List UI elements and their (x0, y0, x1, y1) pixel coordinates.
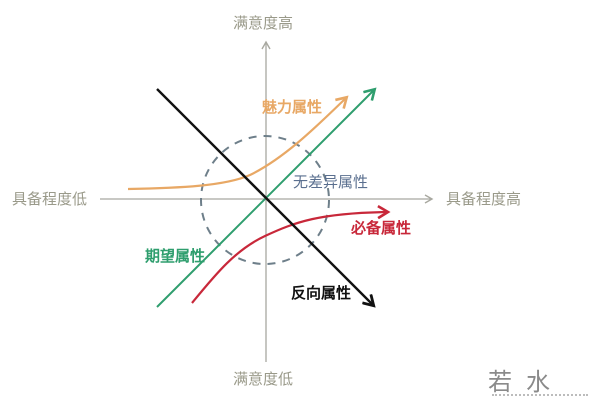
x-axis-right-label: 具备程度高 (446, 190, 522, 208)
indifferent-zone-circle (200, 135, 330, 265)
must-be-curve (191, 212, 387, 304)
watermark: 若水网 (488, 368, 564, 396)
one-dimensional-label: 期望属性 (145, 247, 206, 265)
must-be-label: 必备属性 (351, 219, 412, 237)
x-axis-left-label: 具备程度低 (12, 190, 88, 208)
reverse-line (156, 88, 373, 305)
y-axis-bottom-label: 满意度低 (233, 370, 294, 388)
reverse-label: 反向属性 (291, 284, 352, 302)
attractive-label: 魅力属性 (262, 98, 323, 116)
attractive-curve (127, 98, 346, 191)
y-axis-top-label: 满意度高 (233, 14, 294, 32)
watermark-underline (492, 394, 588, 398)
indifferent-label: 无差异属性 (293, 173, 369, 191)
